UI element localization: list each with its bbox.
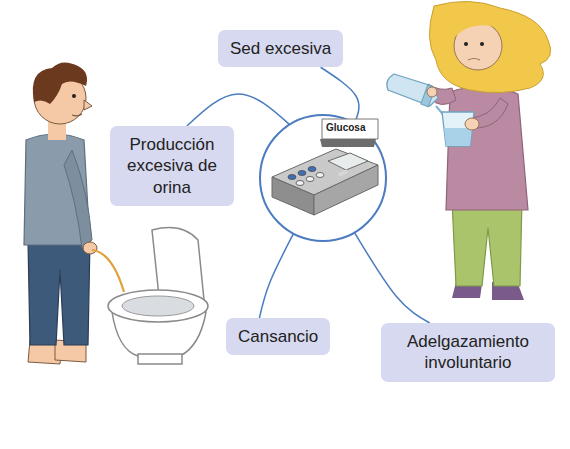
symptom-box: Producción excesiva de orina xyxy=(110,126,234,206)
symptom-label: Sed excesiva xyxy=(230,38,331,59)
symptom-box: Adelgazamiento involuntario xyxy=(381,323,555,382)
toilet xyxy=(108,228,208,364)
connector-curve xyxy=(187,94,290,126)
symptom-label: Adelgazamiento involuntario xyxy=(393,331,543,374)
meter-strip-text: Glucosa xyxy=(326,122,365,133)
man-figure xyxy=(24,62,124,364)
glucose-meter xyxy=(272,119,378,215)
woman-figure xyxy=(387,1,551,300)
connector-curve xyxy=(259,234,293,318)
glucose-meter-circle: Glucosa xyxy=(258,113,388,243)
symptom-label: Producción excesiva de orina xyxy=(122,134,222,198)
connector-curve xyxy=(355,233,430,323)
symptom-label: Cansancio xyxy=(238,326,318,347)
circle-outline xyxy=(260,115,386,241)
symptom-box: Cansancio xyxy=(226,318,330,355)
meter-illustration xyxy=(258,113,388,243)
symptom-box: Sed excesiva xyxy=(218,30,343,67)
